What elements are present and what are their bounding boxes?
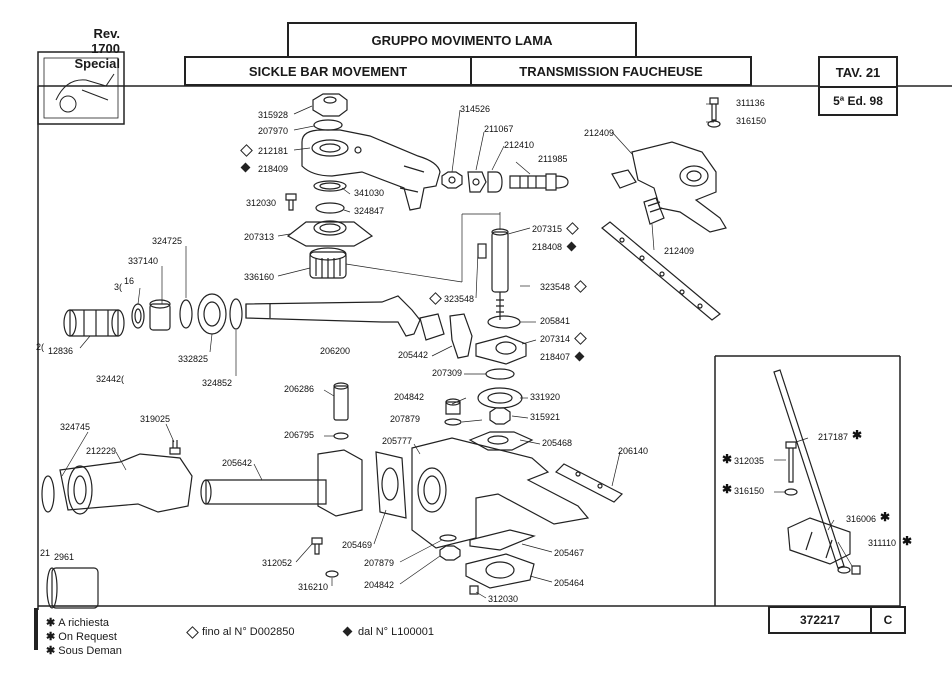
- part-label: 206200: [320, 346, 351, 356]
- part-label: 204842: [394, 392, 425, 402]
- part-label: 319025: [140, 414, 171, 424]
- legend-asterisk-fr-text: Sous Deman: [58, 645, 122, 657]
- title-french-text: TRANSMISSION FAUCHEUSE: [519, 63, 703, 79]
- part-label: 205467: [554, 548, 585, 558]
- drawing-code: 372217: [768, 606, 872, 634]
- asterisk-icon: ✱: [852, 428, 863, 442]
- revision-model: Rev. 1700: [91, 26, 120, 56]
- part-label: 323548: [444, 294, 475, 304]
- edition: 5ª Ed. 98: [818, 86, 898, 116]
- legend-asterisk-en: ✱ On Request: [46, 630, 117, 643]
- part-label: 32442(: [96, 374, 125, 384]
- part-label: 312030: [246, 198, 277, 208]
- asterisk-icon: ✱: [902, 534, 913, 548]
- part-label: 332825: [178, 354, 209, 364]
- part-label: 204842: [364, 580, 395, 590]
- part-label: 205642: [222, 458, 253, 468]
- part-label: 205464: [554, 578, 585, 588]
- part-label: 207314: [540, 334, 571, 344]
- part-label: 207313: [244, 232, 275, 242]
- revision-letter: C: [870, 606, 906, 634]
- part-label: 205841: [540, 316, 571, 326]
- part-label: 341030: [354, 188, 385, 198]
- part-label: 206795: [284, 430, 315, 440]
- part-label: 212409: [584, 128, 615, 138]
- drawing-code-text: 372217: [799, 613, 841, 627]
- part-label: 311136: [736, 98, 765, 108]
- part-label: 16: [124, 276, 135, 286]
- part-label: 324745: [60, 422, 91, 432]
- revision-variant: Special: [74, 56, 120, 71]
- title-italian-text: GRUPPO MOVIMENTO LAMA: [371, 32, 553, 48]
- part-label: 316150: [736, 116, 767, 126]
- part-label: 218408: [532, 242, 563, 252]
- part-label: 207309: [432, 368, 463, 378]
- part-label: 205777: [382, 436, 413, 446]
- table-number-text: TAV. 21: [835, 64, 881, 80]
- part-label: 211067: [484, 124, 514, 134]
- part-label: 205469: [342, 540, 373, 550]
- part-label: 323548: [540, 282, 571, 292]
- part-label: 211985: [538, 154, 568, 164]
- part-label: 212410: [504, 140, 535, 150]
- part-label: 207879: [364, 558, 395, 568]
- part-label: 324725: [152, 236, 183, 246]
- title-english-text: SICKLE BAR MOVEMENT: [248, 63, 408, 79]
- legend-asterisk-fr: ✱ Sous Deman: [46, 644, 122, 657]
- part-label: 316006: [846, 514, 877, 524]
- legend-hollow-diamond: fino al N° D002850: [202, 626, 295, 638]
- asterisk-icon: ✱: [46, 645, 59, 657]
- revision-letter-text: C: [883, 613, 893, 627]
- part-label: 21: [40, 548, 51, 558]
- part-label: 12836: [48, 346, 74, 356]
- asterisk-icon: ✱: [722, 482, 733, 496]
- part-label: 207879: [390, 414, 421, 424]
- asterisk-icon: ✱: [46, 631, 59, 643]
- part-label: 212409: [664, 246, 695, 256]
- part-label: 212229: [86, 446, 117, 456]
- asterisk-icon: ✱: [722, 452, 733, 466]
- part-label: 324852: [202, 378, 233, 388]
- part-label: 316210: [298, 582, 329, 592]
- part-label: 218409: [258, 164, 289, 174]
- part-label: 337140: [128, 256, 159, 266]
- part-label: 312052: [262, 558, 293, 568]
- part-label: 316150: [734, 486, 765, 496]
- part-label: 218407: [540, 352, 571, 362]
- asterisk-icon: ✱: [880, 510, 891, 524]
- table-number: TAV. 21: [818, 56, 898, 88]
- edition-text: 5ª Ed. 98: [833, 94, 883, 108]
- revision-label: Rev. 1700 Special: [62, 26, 120, 71]
- part-label: 217187: [818, 432, 849, 442]
- part-label: 314526: [460, 104, 491, 114]
- part-label: 206286: [284, 384, 315, 394]
- part-label: 212181: [258, 146, 289, 156]
- part-label: 207970: [258, 126, 289, 136]
- legend-asterisk-en-text: On Request: [58, 631, 117, 643]
- part-label: 312030: [488, 594, 519, 604]
- part-label: 207315: [532, 224, 563, 234]
- part-label: 311110: [868, 538, 897, 548]
- legend-asterisk-it-text: A richiesta: [58, 617, 110, 629]
- part-label: 336160: [244, 272, 275, 282]
- part-label: 3(: [114, 282, 123, 292]
- asterisk-icon: ✱: [46, 617, 59, 629]
- part-label: 206140: [618, 446, 649, 456]
- part-label: 2961: [54, 552, 75, 562]
- part-label: 205442: [398, 350, 429, 360]
- part-label: 315928: [258, 110, 289, 120]
- legend-asterisk-it: ✱ A richiesta: [46, 616, 109, 629]
- part-label: 312035: [734, 456, 765, 466]
- title-french: TRANSMISSION FAUCHEUSE: [470, 56, 752, 86]
- part-label: 2(: [36, 342, 45, 352]
- part-label: 324847: [354, 206, 385, 216]
- part-label: 205468: [542, 438, 573, 448]
- part-label: 331920: [530, 392, 561, 402]
- part-label: 315921: [530, 412, 561, 422]
- title-italian: GRUPPO MOVIMENTO LAMA: [287, 22, 637, 58]
- title-english: SICKLE BAR MOVEMENT: [184, 56, 472, 86]
- legend-filled-diamond: dal N° L100001: [358, 626, 434, 638]
